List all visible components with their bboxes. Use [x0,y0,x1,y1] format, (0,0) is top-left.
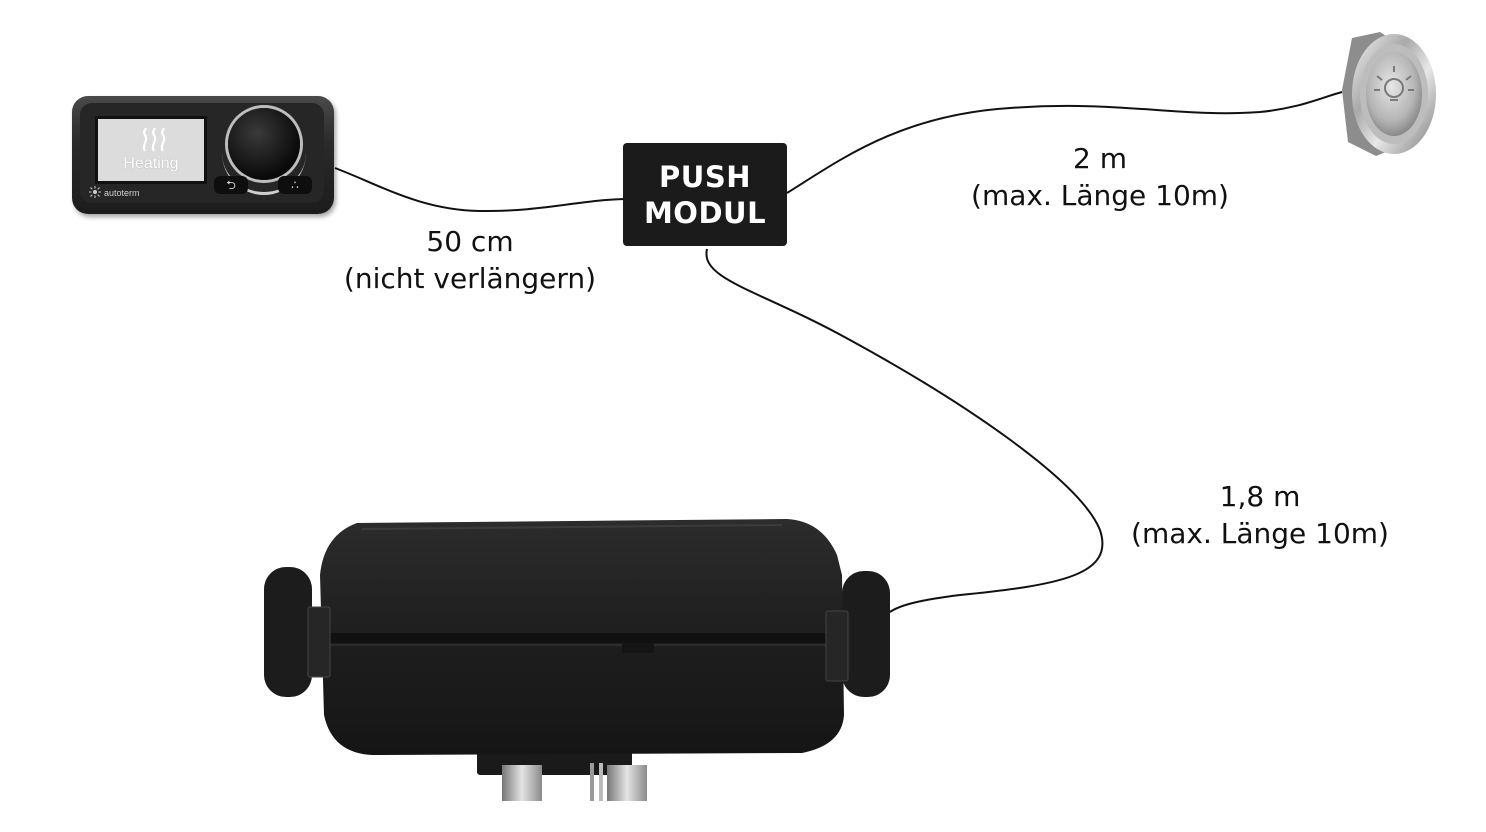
heat-waves-icon [142,127,166,152]
note-module-to-button: (max. Länge 10m) [971,179,1229,212]
wire-module-to-heater [705,248,1104,613]
air-heater [264,519,890,801]
label-module-to-heater: 1,8 m (max. Länge 10m) [1090,478,1430,552]
push-module-line1: PUSH [659,159,751,194]
rotary-knob[interactable] [228,108,300,180]
wire-module-to-button [786,91,1343,194]
label-module-to-button: 2 m (max. Länge 10m) [930,140,1270,214]
display-screen-label: Heating [123,155,179,172]
length-module-to-button: 2 m [1073,142,1127,175]
push-module-line2: MODUL [643,195,767,230]
menu-button[interactable]: ∴ [278,176,312,194]
back-button[interactable]: ⮌ [214,176,248,194]
brand-sun-icon [89,186,101,198]
back-arrow-icon: ⮌ [226,178,236,192]
display-screen: Heating [95,116,207,184]
length-display-to-module: 50 cm [426,225,514,258]
light-bulb-icon [1374,66,1414,101]
wire-display-to-module [334,167,626,213]
label-display-to-module: 50 cm (nicht verlängern) [300,223,640,297]
display-controller: Heating ⮌ ∴ autoterm [72,96,338,216]
length-module-to-heater: 1,8 m [1219,480,1301,513]
note-module-to-heater: (max. Länge 10m) [1131,517,1389,550]
knob-ring [222,146,306,195]
push-button[interactable] [1338,30,1438,158]
push-module: PUSH MODUL [623,143,787,246]
brand-label: autoterm [104,188,140,198]
dots-icon: ∴ [291,178,299,192]
note-display-to-module: (nicht verlängern) [343,262,597,295]
